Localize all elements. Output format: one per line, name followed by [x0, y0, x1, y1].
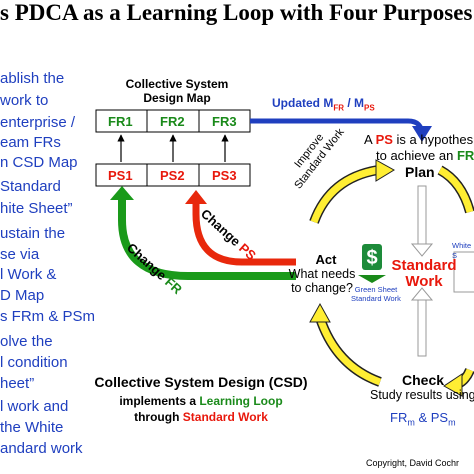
left-line: eam FRs [0, 134, 61, 151]
copyright-text: Copyright, David Cochr [366, 458, 460, 468]
left-line: s FRm & PSm [0, 308, 96, 325]
left-line: andard work [0, 440, 83, 457]
sw-check-connector [417, 297, 427, 357]
ps3-cell: PS3 [212, 168, 237, 183]
check-measures: FRm & PSm [390, 410, 456, 428]
left-line: the White [0, 419, 64, 436]
csd-map-title: Collective System Design Map [125, 77, 229, 105]
left-line: D Map [0, 287, 45, 304]
left-line: heet” [0, 375, 35, 392]
left-line: olve the [0, 333, 53, 350]
svg-text:$: $ [366, 247, 377, 269]
left-line: n CSD Map [0, 154, 78, 171]
csd-caption-line-2: implements a Learning Loop [119, 394, 283, 408]
hypothesis-line-2: to achieve an FR [376, 148, 474, 163]
left-line: enterprise / [0, 114, 76, 131]
left-line: ablish the [0, 70, 65, 87]
fr3-cell: FR3 [212, 114, 237, 129]
act-question: What needs to change? [288, 267, 356, 295]
left-line: ustain the [0, 225, 66, 242]
change-fr-arrow [118, 196, 296, 280]
left-line: l condition [0, 354, 68, 371]
csd-caption-title: Collective System Design (CSD) [94, 374, 308, 390]
check-label: Check [402, 372, 445, 388]
left-line: hite Sheet” [0, 200, 73, 217]
white-sheet-label: White S [452, 241, 472, 260]
check-to-act-arrow [315, 316, 382, 387]
fr2-cell: FR2 [160, 114, 185, 129]
left-line: l Work & [0, 266, 57, 283]
hypothesis-line-1: A PS is a hypothesis [364, 132, 474, 147]
act-label: Act [315, 252, 337, 267]
dollar-icon: $ [362, 244, 382, 270]
green-sheet-arrow [358, 275, 386, 283]
standard-work-label: Standard Work [391, 257, 457, 290]
page-title: s PDCA as a Learning Loop with Four Purp… [0, 0, 473, 25]
updated-label: Updated MFR / MPS [272, 96, 375, 113]
ps-row-box [95, 163, 251, 187]
white-sheet-icon [453, 251, 474, 293]
left-line: l work and [0, 398, 69, 415]
left-line: work to [0, 92, 49, 109]
check-study-text: Study results using [370, 388, 474, 402]
plan-label: Plan [405, 164, 435, 180]
green-sheet-label: Green Sheet Standard Work [351, 285, 401, 303]
left-line: Standard [0, 178, 61, 195]
ps2-cell: PS2 [160, 168, 185, 183]
ps1-cell: PS1 [108, 168, 133, 183]
fr1-cell: FR1 [108, 114, 133, 129]
plan-sw-connector [417, 185, 427, 247]
csd-caption-line-3: through Standard Work [134, 410, 268, 424]
left-line: se via [0, 246, 40, 263]
change-ps-arrow [192, 200, 296, 266]
